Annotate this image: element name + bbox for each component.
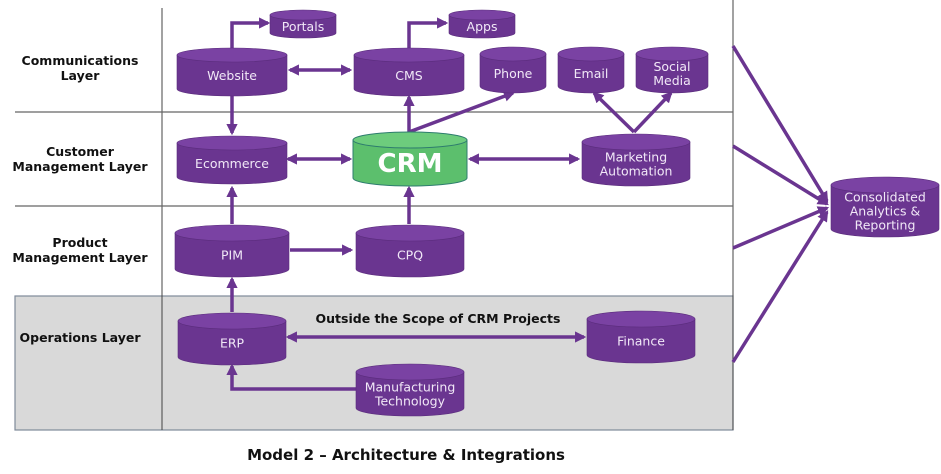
cylinder-body xyxy=(177,320,287,366)
node-email: Email xyxy=(557,46,625,94)
cylinder-body xyxy=(352,139,468,187)
node-pim: PIM xyxy=(174,224,290,278)
cylinder-body xyxy=(581,141,691,187)
cylinder-body xyxy=(635,53,709,94)
node-label: Phone xyxy=(494,66,533,81)
layer-label-line: Customer xyxy=(46,144,115,159)
connector-marketing-email xyxy=(592,91,636,134)
node-label: Portals xyxy=(282,19,324,34)
cylinder-body xyxy=(586,318,696,364)
node-label: CMS xyxy=(395,68,423,83)
node-label: Email xyxy=(574,66,609,81)
node-label: Manufacturing xyxy=(365,380,456,395)
connector-crm-phone xyxy=(408,90,516,134)
connector-marketing-social xyxy=(632,91,673,134)
connector-operations-analytics xyxy=(731,210,829,363)
node-label: Media xyxy=(653,73,691,88)
layer-label-line: Product xyxy=(52,235,107,250)
node-ecommerce: Ecommerce xyxy=(176,135,288,185)
node-portals: Portals xyxy=(269,9,337,39)
node-label: Website xyxy=(207,68,257,83)
cylinder-top xyxy=(581,133,691,151)
cylinder-body xyxy=(355,371,465,417)
connectors xyxy=(226,17,830,391)
connector-website-portals xyxy=(230,17,271,50)
node-label: Consolidated xyxy=(844,190,926,205)
cylinder-top xyxy=(176,135,288,151)
cylinder-body xyxy=(355,232,465,278)
cylinder-top xyxy=(352,131,468,149)
scope-note: Outside the Scope of CRM Projects xyxy=(316,311,561,326)
cylinder-top xyxy=(479,46,547,62)
cylinder-top xyxy=(635,46,709,62)
connector-product-analytics xyxy=(732,206,830,250)
layer-label-line: Layer xyxy=(61,68,101,83)
node-label: Automation xyxy=(600,164,673,179)
cylinder-body xyxy=(448,14,516,39)
node-label: CPQ xyxy=(397,248,423,263)
cylinder-body xyxy=(176,54,288,97)
layer-label-product: Product Management Layer xyxy=(12,235,148,265)
cylinder-top xyxy=(557,46,625,62)
cylinder-top xyxy=(177,312,287,330)
node-label: ERP xyxy=(220,336,245,351)
cylinder-top xyxy=(353,47,465,63)
node-website: Website xyxy=(176,47,288,97)
node-label: PIM xyxy=(221,248,243,263)
node-label: Social xyxy=(653,59,690,74)
node-label: Analytics & xyxy=(850,204,921,219)
node-finance: Finance xyxy=(586,310,696,364)
connector-manufacturing-erp xyxy=(226,363,357,391)
node-label: Finance xyxy=(617,334,665,349)
cylinder-body xyxy=(479,53,547,94)
layer-label-communications: Communications Layer xyxy=(22,53,139,83)
node-label: Marketing xyxy=(605,150,667,165)
layer-label-line: Operations Layer xyxy=(20,330,142,345)
cylinder-top xyxy=(355,224,465,242)
cylinder-top xyxy=(176,47,288,63)
node-label: CRM xyxy=(378,149,443,179)
node-label: Apps xyxy=(467,19,498,34)
cylinder-body xyxy=(353,54,465,97)
connector-cms-apps xyxy=(407,17,449,50)
cylinder-body xyxy=(830,184,940,238)
node-crm: CRM xyxy=(352,131,468,187)
node-label: Reporting xyxy=(855,218,916,233)
node-erp: ERP xyxy=(177,312,287,366)
node-label: Technology xyxy=(374,394,446,409)
cylinder-top xyxy=(174,224,290,242)
node-cpq: CPQ xyxy=(355,224,465,278)
cylinder-top xyxy=(586,310,696,328)
connector-communications-analytics xyxy=(731,45,829,203)
cylinder-body xyxy=(174,232,290,278)
layer-label-line: Communications xyxy=(22,53,139,68)
node-apps: Apps xyxy=(448,9,516,39)
layer-label-operations: Operations Layer xyxy=(20,330,142,345)
cylinder-body xyxy=(269,14,337,39)
node-label: Ecommerce xyxy=(195,156,269,171)
connector-customer-analytics xyxy=(732,144,829,206)
diagram-caption: Model 2 – Architecture & Integrations xyxy=(247,446,565,464)
layer-label-line: Management Layer xyxy=(12,250,148,265)
cylinder-top xyxy=(355,363,465,381)
cylinder-body xyxy=(557,53,625,94)
layer-label-customer: Customer Management Layer xyxy=(12,144,148,174)
node-phone: Phone xyxy=(479,46,547,94)
cylinder-body xyxy=(176,142,288,185)
layer-label-line: Management Layer xyxy=(12,159,148,174)
cylinder-top xyxy=(269,9,337,21)
node-cms: CMS xyxy=(353,47,465,97)
cylinder-top xyxy=(448,9,516,21)
cylinder-top xyxy=(830,176,940,194)
